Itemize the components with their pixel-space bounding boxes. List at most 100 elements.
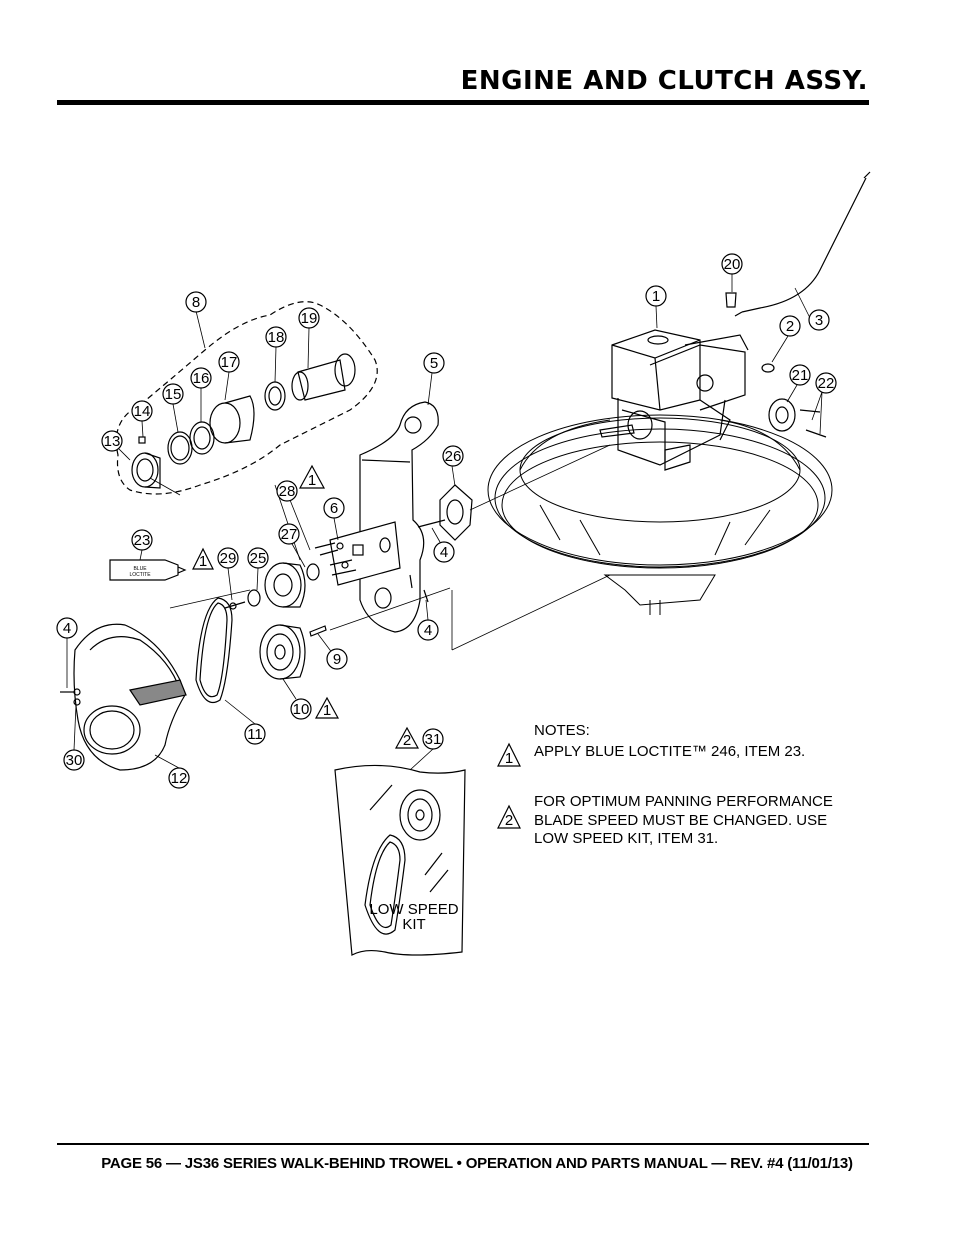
note2-flag: 2: [497, 804, 521, 829]
svg-text:25: 25: [250, 550, 267, 567]
tube-label-line2: LOCTITE: [129, 572, 151, 578]
callout-26: 26: [442, 445, 464, 467]
callout-11: 11: [244, 723, 266, 745]
flange-21: [768, 398, 827, 438]
engine: [599, 329, 749, 471]
note2-line1: FOR OPTIMUM PANNING PERFORMANCE: [534, 793, 833, 810]
callout-3: 3: [808, 309, 830, 331]
loctite-tube-23: BLUE LOCTITE: [109, 559, 187, 581]
callout-30: 30: [63, 749, 85, 771]
svg-text:5: 5: [430, 355, 438, 372]
callout-31: 31: [422, 728, 444, 750]
mount-plate-5: [359, 401, 439, 633]
svg-text:3: 3: [815, 312, 823, 329]
flag-29: 1: [192, 547, 214, 570]
v-belt-11: [195, 597, 233, 704]
callout-29: 29: [217, 547, 239, 569]
trowel-guard-ring: [487, 414, 833, 615]
callout-4-lower: 4: [417, 619, 439, 641]
clutch-group-8: [115, 301, 378, 495]
note1-text: APPLY BLUE LOCTITE™ 246, ITEM 23.: [534, 743, 806, 760]
flag-28: 1: [298, 464, 326, 489]
svg-text:6: 6: [330, 500, 338, 517]
callout-17: 17: [218, 351, 240, 373]
leader-lines: [66, 274, 823, 771]
svg-text:8: 8: [192, 294, 200, 311]
svg-text:4: 4: [63, 620, 71, 637]
guard-hardware: [60, 688, 81, 706]
svg-text:19: 19: [301, 310, 318, 327]
clutch-25: [247, 562, 306, 608]
svg-text:2: 2: [786, 318, 794, 335]
svg-text:16: 16: [193, 370, 210, 387]
note2-line3: LOW SPEED KIT, ITEM 31.: [534, 830, 719, 847]
callout-28: 28: [276, 480, 298, 502]
low-speed-kit-card-31: LOW SPEED KIT: [334, 764, 466, 956]
svg-text:9: 9: [333, 651, 341, 668]
svg-text:10: 10: [293, 701, 310, 718]
svg-text:17: 17: [221, 354, 238, 371]
callout-4-plate: 4: [433, 541, 455, 563]
callouts: 1 20 2 3 21 22 5 26 4 4 6 28 27 25 29 23…: [56, 253, 837, 789]
svg-text:21: 21: [792, 367, 809, 384]
svg-text:14: 14: [134, 403, 151, 420]
note2-line2: BLADE SPEED MUST BE CHANGED. USE: [534, 812, 828, 829]
callout-8: 8: [185, 291, 207, 313]
svg-text:1: 1: [652, 288, 660, 305]
svg-text:4: 4: [424, 622, 432, 639]
svg-text:29: 29: [220, 550, 237, 567]
svg-text:4: 4: [440, 544, 448, 561]
note-flags: 1 1 1 2 1 2: [192, 464, 521, 829]
callout-10: 10: [290, 698, 312, 720]
svg-text:13: 13: [104, 433, 121, 450]
svg-text:1: 1: [505, 750, 513, 767]
throttle-cable: [734, 171, 871, 317]
header-rule: [57, 100, 869, 105]
svg-text:2: 2: [403, 732, 411, 749]
notes-heading: NOTES:: [534, 722, 590, 739]
svg-text:1: 1: [323, 702, 331, 719]
key-9: [309, 625, 327, 637]
flag-10: 1: [314, 696, 340, 719]
page-footer: PAGE 56 — JS36 SERIES WALK-BEHIND TROWEL…: [101, 1155, 853, 1172]
callout-9: 9: [326, 648, 348, 670]
kit-label-line1: LOW SPEED: [369, 901, 458, 918]
tube-label-line1: BLUE: [133, 566, 147, 572]
callout-4-guard: 4: [56, 617, 78, 639]
svg-text:23: 23: [134, 532, 151, 549]
callout-19: 19: [298, 307, 320, 329]
callout-14: 14: [131, 400, 153, 422]
svg-text:20: 20: [724, 256, 741, 273]
svg-text:2: 2: [505, 812, 513, 829]
callout-6: 6: [323, 497, 345, 519]
svg-text:28: 28: [279, 483, 296, 500]
plug-2: [761, 363, 775, 373]
svg-text:30: 30: [66, 752, 83, 769]
note1-flag: 1: [497, 742, 521, 767]
svg-text:15: 15: [165, 386, 182, 403]
callout-18: 18: [265, 326, 287, 348]
callout-5: 5: [423, 352, 445, 374]
kit-label-line2: KIT: [402, 916, 425, 933]
callout-12: 12: [168, 767, 190, 789]
svg-text:11: 11: [247, 726, 263, 743]
callout-13: 13: [101, 430, 123, 452]
fitting-20: [725, 292, 737, 308]
svg-text:1: 1: [199, 553, 207, 570]
bracket-plate: [329, 521, 401, 586]
hardware-6-28: [314, 542, 357, 576]
footer-rule: [57, 1143, 869, 1145]
callout-25: 25: [247, 547, 269, 569]
callout-22: 22: [815, 372, 837, 394]
svg-text:12: 12: [171, 770, 188, 787]
svg-text:1: 1: [308, 472, 316, 489]
svg-text:26: 26: [445, 448, 462, 465]
svg-text:27: 27: [281, 526, 298, 543]
pulley-10: [259, 624, 306, 680]
spacer-27: [306, 563, 320, 581]
page-title: ENGINE AND CLUTCH ASSY.: [460, 66, 868, 96]
callout-23: 23: [131, 529, 153, 551]
svg-text:31: 31: [425, 731, 442, 748]
callout-20: 20: [721, 253, 743, 275]
